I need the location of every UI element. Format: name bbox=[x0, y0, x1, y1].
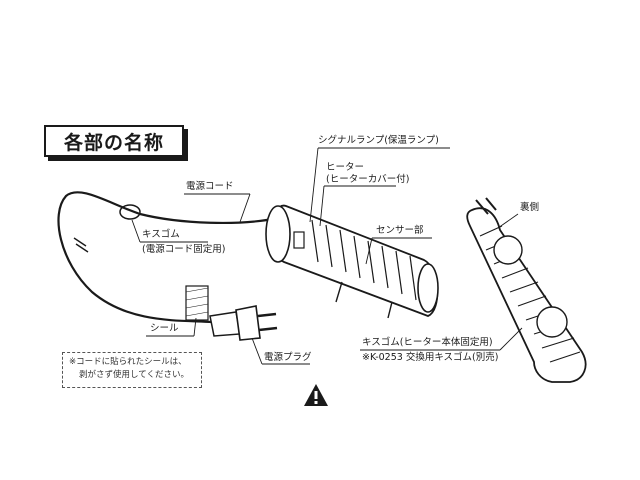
label-power-plug: 電源プラグ bbox=[264, 352, 312, 363]
label-kisugomu-body: キスゴム(ヒーター本体固定用) bbox=[362, 337, 493, 348]
power-cord-line bbox=[57, 191, 279, 324]
power-plug-icon bbox=[209, 305, 278, 341]
seal-note-line2: 剥がさず使用してください。 bbox=[79, 370, 189, 380]
heater-back-view-icon bbox=[466, 197, 587, 383]
label-heater-cover: (ヒーターカバー付) bbox=[326, 174, 410, 185]
label-signal-lamp: シグナルランプ(保温ランプ) bbox=[318, 135, 439, 146]
leader-lines bbox=[131, 147, 523, 365]
seal-icon bbox=[185, 285, 209, 321]
label-kisugomu-replacement: ※K-0253 交換用キスゴム(別売) bbox=[362, 352, 499, 363]
seal-note-line1: ※コードに貼られたシールは、 bbox=[69, 357, 187, 367]
warning-triangle-icon bbox=[304, 384, 328, 406]
seal-note: ※コードに貼られたシールは、 剥がさず使用してください。 bbox=[62, 352, 202, 388]
cord-rubber-icon bbox=[119, 204, 141, 220]
label-kisugomu-cord-purpose: (電源コード固定用) bbox=[142, 244, 226, 255]
label-heater: ヒーター bbox=[326, 162, 365, 173]
label-kisugomu-cord: キスゴム bbox=[142, 229, 180, 240]
label-seal: シール bbox=[150, 323, 179, 334]
section-title-box: 各部の名称 bbox=[44, 125, 184, 157]
label-power-cord: 電源コード bbox=[186, 181, 234, 192]
heater-icon bbox=[265, 205, 439, 319]
label-sensor: センサー部 bbox=[376, 225, 424, 236]
section-title: 各部の名称 bbox=[63, 131, 164, 154]
label-back: 裏側 bbox=[520, 202, 540, 213]
